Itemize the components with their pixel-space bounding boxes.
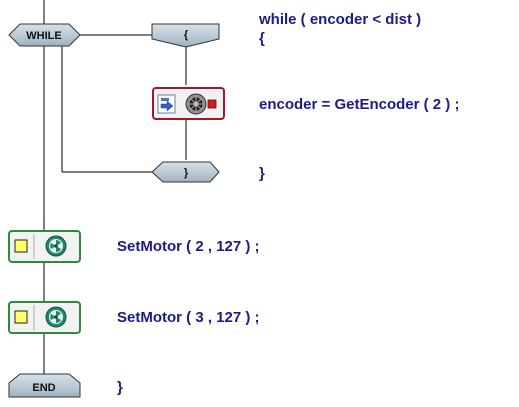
motor-fan-icon	[45, 306, 67, 328]
set-motor-block[interactable]	[8, 301, 81, 334]
code-line-end-brace: }	[117, 379, 123, 396]
code-line-while: while ( encoder < dist )	[259, 11, 422, 28]
open-brace-label: {	[184, 29, 189, 41]
encoder-wheel-icon	[185, 93, 217, 115]
yellow-square-icon	[14, 239, 28, 253]
input-arrow-icon	[157, 94, 176, 114]
code-line-open-brace: {	[259, 30, 265, 47]
code-line-set-motor-2: SetMotor ( 2 , 127 ) ;	[117, 238, 260, 255]
code-line-set-motor-3: SetMotor ( 3 , 127 ) ;	[117, 309, 260, 326]
code-line-get-encoder: encoder = GetEncoder ( 2 ) ;	[259, 96, 460, 113]
yellow-square-icon	[14, 310, 28, 324]
while-block[interactable]: WHILE	[8, 23, 81, 47]
motor-fan-icon	[45, 235, 67, 257]
set-motor-block[interactable]	[8, 230, 81, 263]
get-encoder-block[interactable]	[152, 87, 225, 120]
end-block[interactable]: END	[8, 373, 81, 398]
close-brace-block[interactable]: }	[151, 161, 220, 183]
while-block-label: WHILE	[26, 30, 61, 42]
close-brace-label: }	[184, 167, 189, 179]
end-block-label: END	[32, 382, 55, 394]
open-brace-block[interactable]: {	[151, 23, 220, 48]
code-line-close-brace: }	[259, 165, 265, 182]
